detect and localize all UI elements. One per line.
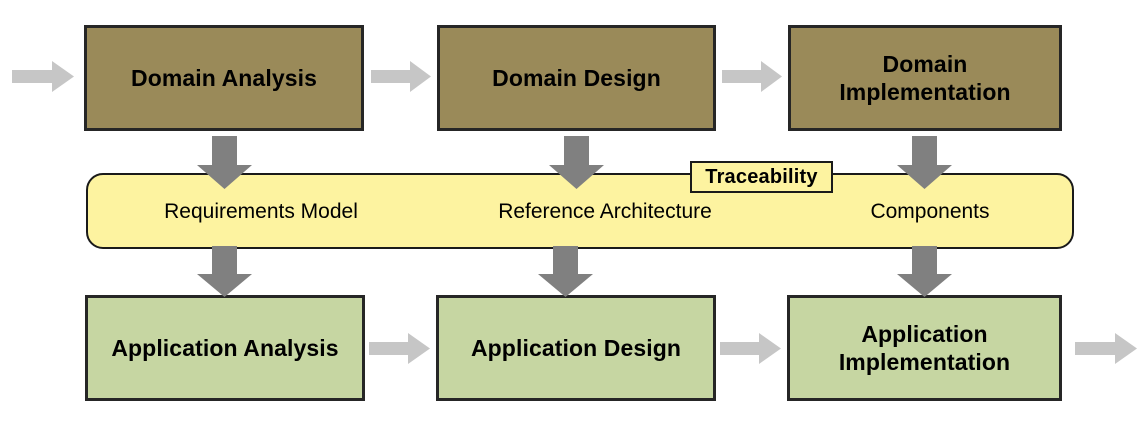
arrow-right-icon-domain-flow-2 <box>722 61 782 92</box>
arrow-right-icon-application-exit <box>1075 333 1137 364</box>
arrow-right-icon-application-flow-1 <box>369 333 430 364</box>
traceability-tag-label: Traceability <box>705 165 818 188</box>
arrow-down-icon-to-band-1 <box>197 136 252 189</box>
domain-analysis-label: Domain Analysis <box>131 64 317 91</box>
arrow-down-icon-from-band-3 <box>897 246 952 297</box>
traceability-tag[interactable]: Traceability <box>690 161 833 193</box>
application-design-label: Application Design <box>470 334 682 361</box>
application-implementation-label: Application Implementation <box>838 320 1011 375</box>
application-implementation-box[interactable]: Application Implementation <box>787 295 1062 401</box>
arrow-down-icon-to-band-2 <box>549 136 604 189</box>
domain-implementation-label: Domain Implementation <box>839 50 1011 105</box>
domain-design-label: Domain Design <box>492 64 661 91</box>
artifact-requirements-model-label: Requirements Model <box>164 200 358 223</box>
application-design-box[interactable]: Application Design <box>436 295 716 401</box>
artifact-reference-architecture-label: Reference Architecture <box>498 200 712 223</box>
application-analysis-box[interactable]: Application Analysis <box>85 295 365 401</box>
artifact-components-label: Components <box>870 200 990 223</box>
arrow-right-icon-application-flow-2 <box>720 333 781 364</box>
arrow-down-icon-from-band-2 <box>538 246 593 297</box>
domain-analysis-box[interactable]: Domain Analysis <box>84 25 364 131</box>
application-analysis-label: Application Analysis <box>111 334 339 361</box>
arrow-down-icon-to-band-3 <box>897 136 952 189</box>
arrow-right-icon-domain-flow-1 <box>371 61 431 92</box>
arrow-right-icon-domain-entry <box>12 61 74 92</box>
domain-implementation-box[interactable]: Domain Implementation <box>788 25 1062 131</box>
arrow-down-icon-from-band-1 <box>197 246 252 297</box>
domain-design-box[interactable]: Domain Design <box>437 25 716 131</box>
